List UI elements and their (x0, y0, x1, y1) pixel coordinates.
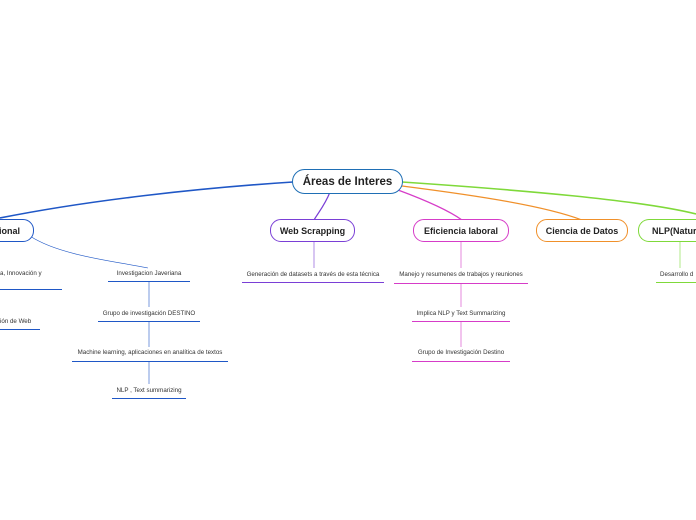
leaf-left-b[interactable]: ión de Web (0, 318, 32, 325)
leaf-grupo-destino[interactable]: Grupo de investigación DESTINO (102, 310, 196, 317)
branch-cien-label: Ciencia de Datos (545, 225, 619, 236)
underline-gen (242, 282, 384, 283)
branch-nlp[interactable]: NLP(Natura (638, 219, 696, 242)
branch-left[interactable]: ional (0, 219, 34, 242)
leaf-investigacion-javeriana[interactable]: Investigacion Javeriana (116, 270, 182, 277)
underline-ml (72, 361, 228, 362)
underline-implica (412, 321, 510, 322)
branch-web-scrapping[interactable]: Web Scrapping (270, 219, 355, 242)
leaf-grupo-investigacion-destino[interactable]: Grupo de Investigación Destino (417, 349, 505, 356)
underline-grupo (412, 361, 510, 362)
branch-left-label: ional (0, 225, 20, 236)
root-label: Áreas de Interes (302, 175, 393, 188)
underline-javer (108, 281, 190, 282)
leaf-machine-learning[interactable]: Machine learning, aplicaciones en analít… (77, 349, 223, 356)
leaf-implica-nlp[interactable]: Implica NLP y Text Summarizing (416, 310, 506, 317)
root-node[interactable]: Áreas de Interes (292, 169, 403, 194)
edge-root-nlp (401, 181, 696, 215)
branch-efic-label: Eficiencia laboral (423, 225, 499, 236)
leaf-desarrollo[interactable]: Desarrollo d (660, 271, 694, 278)
underline-destino (98, 321, 200, 322)
branch-eficiencia-laboral[interactable]: Eficiencia laboral (413, 219, 509, 242)
branch-web-label: Web Scrapping (279, 225, 346, 236)
underline-nlpts (112, 398, 186, 399)
leaf-left-a[interactable]: a, Innovación y (0, 270, 42, 277)
edge-root-cien (401, 185, 583, 221)
branch-ciencia-datos[interactable]: Ciencia de Datos (536, 219, 628, 242)
leaf-nlp-text-summarizing[interactable]: NLP , Text summarizing (116, 387, 182, 394)
edge-root-web (313, 191, 331, 221)
underline-left-b (0, 329, 40, 330)
underline-manejo (394, 283, 528, 284)
edge-left-javer (29, 235, 149, 269)
leaf-manejo-resumenes[interactable]: Manejo y resumenes de trabajos y reunion… (399, 271, 523, 278)
leaf-generacion-datasets[interactable]: Generación de datasets a través de esta … (246, 271, 380, 278)
underline-desarr (656, 282, 696, 283)
underline-left-a (0, 289, 62, 290)
edge-root-efic (397, 189, 463, 221)
branch-nlp-label: NLP(Natura (652, 225, 696, 236)
edge-root-left (0, 181, 294, 219)
